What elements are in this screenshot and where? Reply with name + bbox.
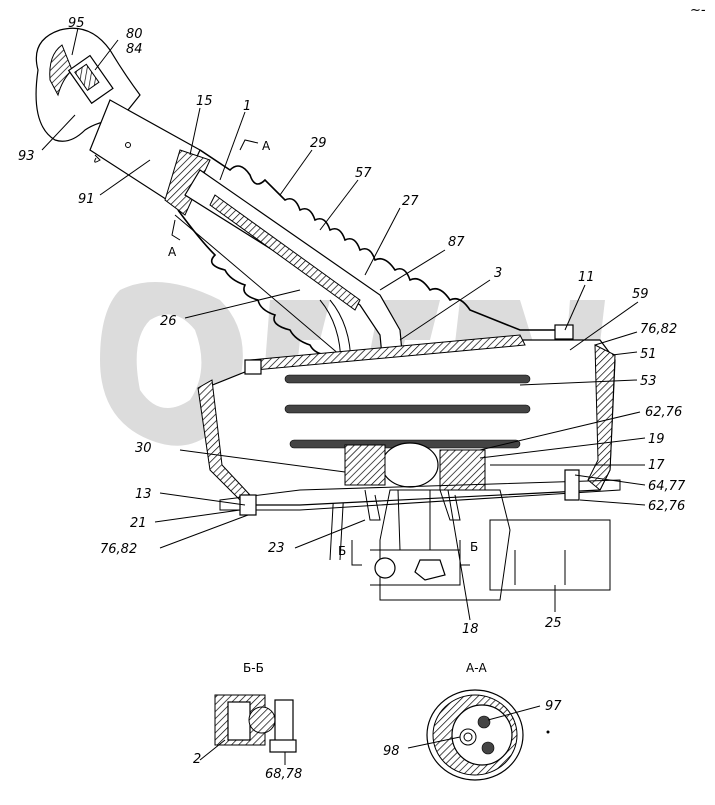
callout-21: 21 [130,516,147,531]
section-mark-a-bottom [171,219,181,241]
section-a-a-title: А-А [466,661,488,675]
leader-lines [41,27,646,621]
callout-51: 51 [640,347,657,362]
ball-joint [344,442,486,521]
callout-15: 15 [196,94,213,109]
callout-b-right: Б [470,540,478,554]
callout-59: 59 [632,287,649,302]
corner-mark: ~- [690,3,706,18]
callout-97: 97 [545,699,562,714]
callout-68-78: 68,78 [265,767,302,782]
callout-84: 84 [126,42,143,57]
callouts: 95 80 84 15 1 A 29 93 91 57 A 27 87 3 11… [18,16,686,637]
callout-17: 17 [648,458,665,473]
callout-a-bottom: A [168,245,177,259]
section-a-a: А-А 97 98 [383,661,562,781]
callout-1: 1 [243,99,251,114]
callout-2: 2 [193,752,201,767]
callout-95: 95 [68,16,85,31]
section-b-b: Б-Б 2 68,78 [193,661,302,782]
lever-upper [89,99,211,216]
callout-11: 11 [578,270,595,285]
callout-93: 93 [18,149,35,164]
callout-29: 29 [310,136,327,151]
callout-76-82-top: 76,82 [640,322,677,337]
section-mark-b-right [459,540,470,566]
callout-a-top: A [262,139,271,153]
callout-13: 13 [135,487,152,502]
callout-98: 98 [383,744,400,759]
callout-80: 80 [126,27,143,42]
gear-lever-assembly [35,27,621,601]
bolts [239,324,580,516]
callout-53: 53 [640,374,657,389]
section-mark-b-left [351,540,362,566]
callout-3: 3 [494,266,502,281]
callout-26: 26 [160,314,177,329]
section-mark-a-top [239,139,259,151]
section-b-b-title: Б-Б [243,661,264,675]
callout-87: 87 [448,235,465,250]
callout-23: 23 [268,541,285,556]
callout-76-82-bottom: 76,82 [100,542,137,557]
callout-19: 19 [648,432,665,447]
callout-18: 18 [462,622,479,637]
callout-91: 91 [78,192,95,207]
callout-62-76-top: 62,76 [645,405,682,420]
callout-25: 25 [545,616,562,631]
callout-30: 30 [135,441,152,456]
callout-b-left: Б [338,544,346,558]
callout-64-77: 64,77 [648,479,686,494]
callout-57: 57 [355,166,372,181]
base-lower [219,479,621,601]
callout-27: 27 [402,194,419,209]
callout-62-76-bottom: 62,76 [648,499,685,514]
